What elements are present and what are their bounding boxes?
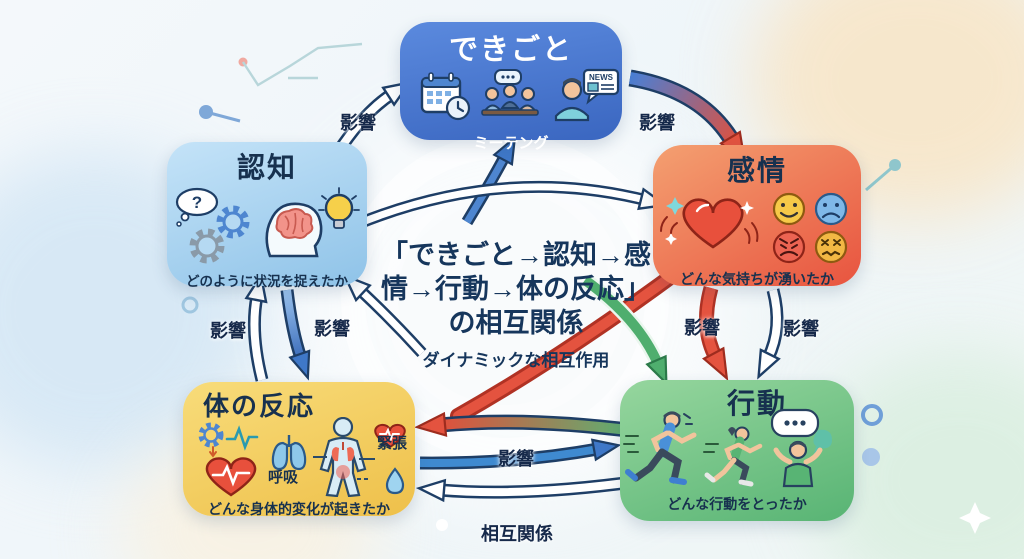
- node-event: できごと: [400, 22, 622, 152]
- body-sub-label-breathing: 呼吸: [268, 469, 299, 486]
- body-silhouette-icon: [313, 417, 375, 497]
- arrow-emotion-to-behavior-white: [768, 288, 784, 358]
- emoji-happy-icon: [772, 192, 806, 226]
- droplet-icon: [385, 467, 405, 495]
- gear-icon: [198, 422, 224, 448]
- headline-line-1: 「できごと→認知→感: [381, 240, 651, 270]
- arrow-body-to-behavior: [419, 438, 622, 470]
- shrug-person-icon: [770, 408, 832, 488]
- node-cognition: 認知 ?: [167, 142, 367, 289]
- circuit-decoration-top-left: [238, 42, 363, 87]
- circuit-decoration-right: [865, 159, 901, 192]
- node-behavior: 行動: [620, 380, 854, 521]
- edge-label-influence-1: 影響: [340, 113, 376, 133]
- runner-female-icon: [703, 426, 763, 487]
- emoji-sad-icon: [814, 192, 848, 226]
- event-title: できごと: [448, 34, 573, 66]
- emoji-angry-icon: [772, 230, 806, 264]
- ecg-heart-icon: [205, 457, 257, 497]
- event-icons: NEWS: [420, 68, 620, 122]
- body-caption: どんな身体的変化が起きたか: [208, 501, 390, 517]
- event-caption: ミーテング: [473, 135, 549, 152]
- edge-label-influence-6: 影響: [783, 319, 819, 339]
- arrow-behavior-to-body: [414, 411, 637, 439]
- edge-label-mutual: 相互関係: [481, 524, 553, 544]
- news-badge: NEWS: [589, 73, 614, 82]
- edge-label-influence-5: 影響: [684, 318, 720, 338]
- emotion-icons: [660, 192, 848, 264]
- body-sub-label-tension: 緊張: [377, 435, 408, 452]
- question-glyph: ?: [192, 193, 202, 212]
- headline-line-3: の相互関係: [448, 308, 584, 338]
- body-title: 体の反応: [203, 391, 316, 421]
- emotion-caption: どんな気持ちが湧いたか: [680, 271, 834, 287]
- cognition-caption: どのように状況を捉えたか: [186, 274, 348, 289]
- question-bubble-icon: ?: [175, 187, 219, 227]
- circuit-decoration-left: [199, 105, 241, 123]
- behavior-icons: [623, 408, 832, 488]
- dot-decoration-bottom-center: [436, 519, 448, 531]
- lightbulb-icon: [318, 187, 360, 229]
- heart-icon: [660, 197, 759, 249]
- meeting-icon: [481, 69, 539, 116]
- sparkle-decoration: [959, 502, 991, 534]
- small-heart-icon: [374, 423, 406, 449]
- edge-label-influence-3: 影響: [210, 321, 246, 341]
- down-arrow-decoration: [209, 446, 217, 458]
- cognition-icons: ?: [175, 187, 360, 264]
- arrow-emotion-to-behavior-red: [699, 286, 729, 381]
- calendar-icon: [420, 72, 471, 121]
- emoji-frustrated-icon: [814, 230, 848, 264]
- arrow-center-to-cognition: [360, 290, 427, 358]
- headline-subtitle: ダイナミックな相互作用: [422, 351, 610, 370]
- node-body: 体の反応: [183, 382, 415, 517]
- arrow-center-to-behavior: [580, 273, 668, 386]
- pulse-icon: [225, 425, 259, 451]
- arrow-body-to-cognition: [254, 296, 269, 382]
- behavior-caption: どんな行動をとったか: [667, 496, 807, 512]
- ring-decoration-bottom-right: [861, 404, 883, 426]
- speech-bubble-small-icon: [813, 429, 832, 454]
- lungs-icon: [271, 435, 307, 471]
- node-emotion: 感情: [653, 145, 861, 287]
- arrow-cognition-to-body: [280, 289, 311, 381]
- ring-decoration-left: [181, 296, 199, 314]
- dot-decoration-bottom-right: [862, 448, 880, 466]
- emotion-title: 感情: [726, 155, 787, 186]
- edge-label-influence-4: 影響: [314, 319, 350, 339]
- gears-icon: [189, 205, 250, 264]
- body-icons: [198, 417, 406, 497]
- arrow-emotion-to-body: [450, 262, 688, 424]
- arrow-behavior-to-body-white: [440, 474, 641, 492]
- edge-label-influence-2: 影響: [639, 113, 675, 133]
- arrow-event-to-emotion: [628, 69, 747, 165]
- cognition-title: 認知: [236, 152, 297, 183]
- arrow-cognition-to-emotion: [357, 180, 645, 229]
- runner-male-icon: [623, 411, 697, 485]
- news-person-icon: NEWS: [554, 68, 620, 122]
- headline-line-2: 情→行動→体の反応」: [381, 274, 651, 304]
- edge-label-influence-7: 影響: [498, 449, 534, 469]
- center-headline: 「できごと→認知→感 情→行動→体の反応」 の相互関係 ダイナミックな相互作用: [358, 238, 674, 371]
- brain-head-icon: [265, 202, 323, 258]
